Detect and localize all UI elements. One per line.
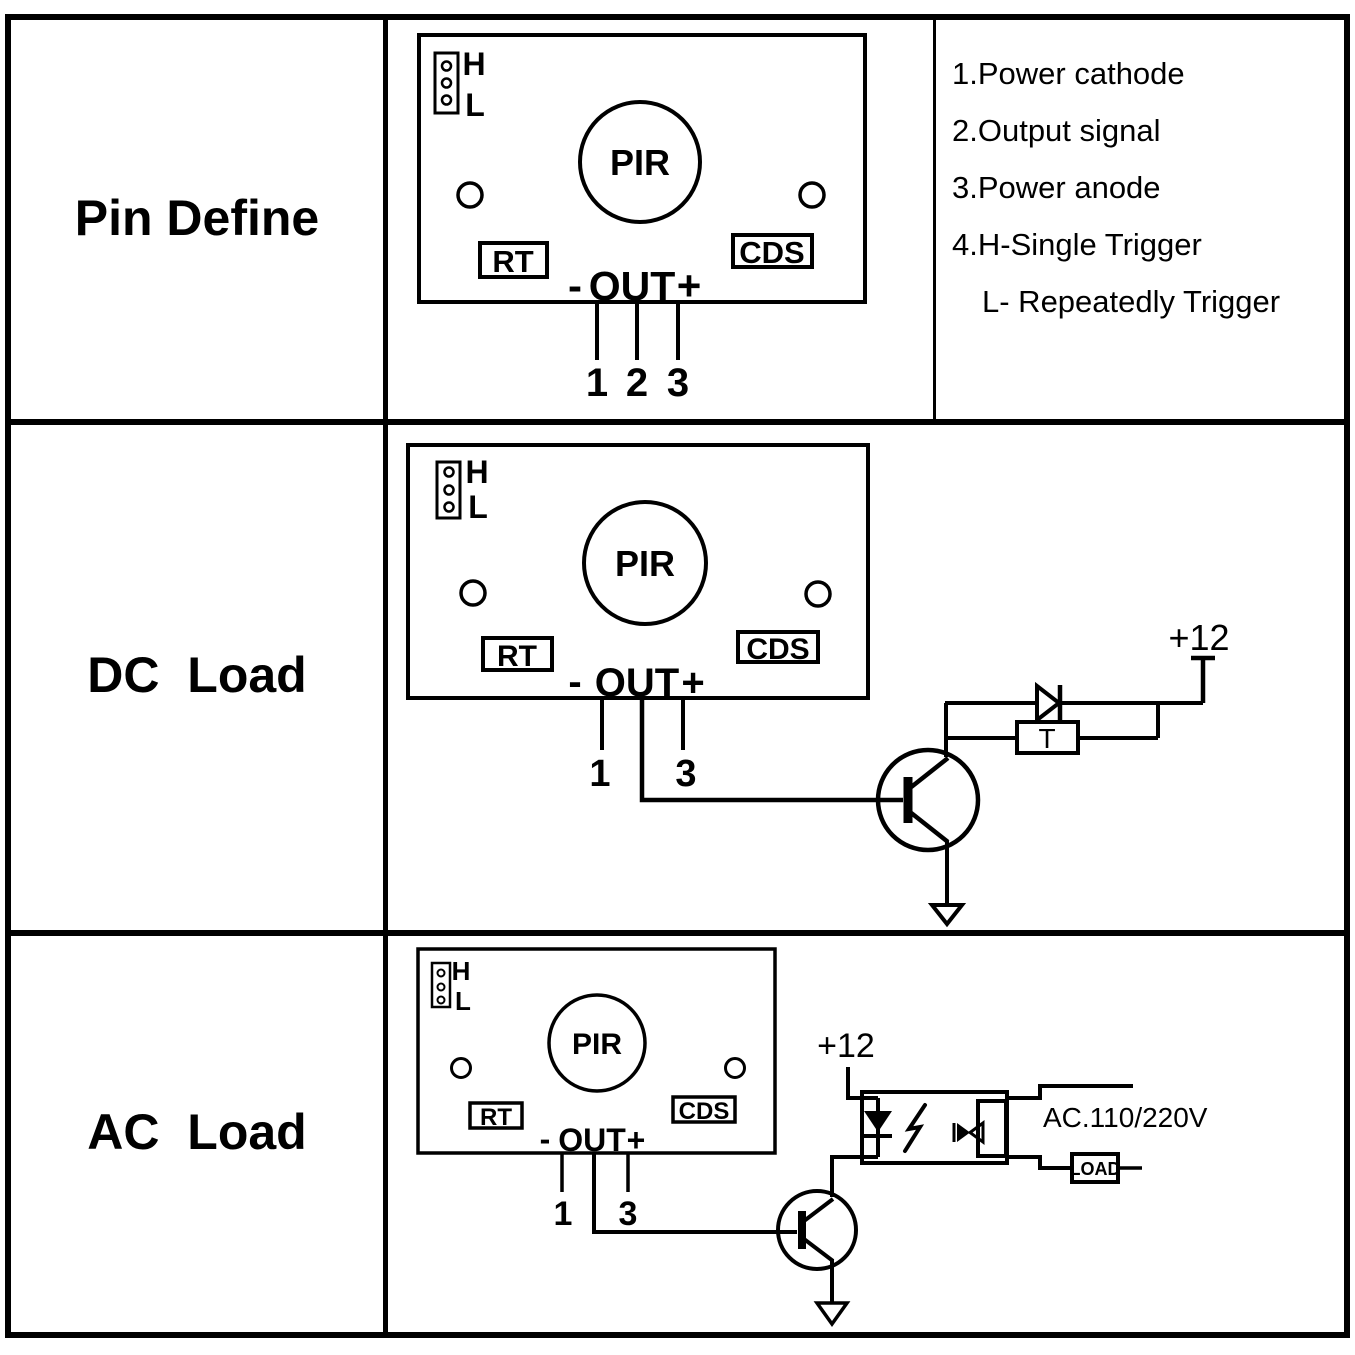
ground-icon	[813, 1301, 851, 1328]
pin-definition-item: 2.Output signal	[952, 113, 1161, 148]
pin-definition-item: 4.H-Single Trigger	[952, 227, 1202, 262]
pin-define-board-diagram: H L PIR RT CDS - OUT + 1 2 3	[417, 33, 867, 405]
flyback-diode	[1035, 681, 1063, 725]
mounting-hole-left	[450, 1057, 472, 1079]
jumper-block	[430, 961, 452, 1009]
jumper-h-label: H	[452, 956, 471, 986]
rt-box	[468, 1101, 524, 1130]
jumper-h-label: H	[462, 46, 485, 82]
out-label: OUT	[558, 1122, 626, 1158]
led-diode-icon	[864, 1111, 892, 1132]
pin-definition-item: 3.Power anode	[952, 170, 1161, 205]
pir-board-outline	[416, 947, 777, 1155]
out-plus-label: +	[627, 1122, 646, 1158]
out-plus-label: +	[681, 661, 704, 705]
mounting-hole-right	[798, 181, 826, 209]
column-divider	[383, 14, 388, 1338]
table-border-top	[5, 14, 1350, 20]
ac-load-circuit-diagram: H L PIR RT CDS - OUT + 1 3	[416, 947, 1208, 1328]
out-plus-label: +	[677, 262, 702, 309]
relay-coil-box	[1015, 720, 1080, 755]
pin3-number: 3	[619, 1195, 638, 1233]
pin3-number: 3	[667, 361, 689, 405]
pir-label: PIR	[610, 142, 670, 183]
pin1-number: 1	[586, 361, 608, 405]
jumper-h-label: H	[465, 454, 488, 490]
rt-label: RT	[480, 1104, 512, 1131]
pin-leads	[600, 698, 685, 750]
mounting-hole-left	[459, 579, 487, 607]
cds-label: CDS	[739, 235, 804, 270]
pir-sensor-circle	[578, 100, 702, 224]
ground-icon	[927, 903, 967, 928]
pin-leads	[595, 302, 680, 360]
pin-definition-item: 1.Power cathode	[952, 56, 1185, 91]
pir-label: PIR	[615, 543, 675, 584]
cds-label: CDS	[679, 1098, 730, 1125]
load-label: LOAD	[1070, 1159, 1121, 1179]
cds-label: CDS	[746, 633, 809, 666]
signal-wire-to-base	[592, 1153, 797, 1234]
table-border-bottom	[5, 1332, 1350, 1338]
pin1-number: 1	[589, 753, 610, 795]
npn-transistor	[875, 747, 981, 853]
triac-output-bar	[976, 1099, 1008, 1158]
ac-line-wire	[1006, 1084, 1133, 1100]
pin1-number: 1	[554, 1195, 573, 1233]
relay-label: T	[1038, 723, 1055, 754]
pir-label: PIR	[572, 1028, 622, 1061]
out-label: OUT	[589, 263, 676, 309]
mounting-hole-right	[804, 580, 832, 608]
pin-leads	[560, 1153, 630, 1192]
supply-voltage-label: +12	[1168, 617, 1229, 658]
rt-label: RT	[497, 640, 537, 673]
row-label-pin-define: Pin Define	[74, 189, 320, 246]
pin2-number: 2	[626, 361, 648, 405]
pir-sensor-circle	[547, 993, 647, 1093]
light-bolt-icon	[903, 1103, 927, 1153]
row-divider-1	[5, 419, 1350, 425]
triac-triangle-left	[957, 1123, 970, 1142]
row-divider-2	[5, 930, 1350, 936]
row1-column-divider	[933, 19, 936, 420]
dc-load-circuit-diagram: H L PIR RT CDS - OUT + 1 3 T +12	[406, 443, 1230, 928]
rt-label: RT	[492, 244, 533, 279]
rt-box	[481, 636, 554, 672]
jumper-l-label: L	[465, 87, 485, 123]
mounting-hole-left	[456, 181, 484, 209]
pir-sensor-circle	[582, 500, 708, 626]
table-border-right	[1344, 14, 1350, 1338]
collector-wiring	[944, 701, 1203, 757]
cds-box	[736, 630, 820, 664]
pin-definition-list: 1.Power cathode 2.Output signal 3.Power …	[952, 45, 1347, 330]
jumper-block	[435, 460, 462, 520]
load-wire-left	[1006, 1155, 1072, 1170]
supply-terminal	[1191, 655, 1215, 703]
jumper-block	[433, 51, 460, 115]
out-label: OUT	[595, 661, 679, 705]
table-border-left	[5, 14, 11, 1338]
out-minus-label: -	[540, 1121, 551, 1157]
ac-mains-label: AC.110/220V	[1043, 1102, 1208, 1133]
jumper-l-label: L	[455, 986, 471, 1016]
supply-voltage-label: +12	[817, 1027, 875, 1065]
pir-board-outline	[417, 33, 867, 304]
mounting-hole-right	[724, 1057, 746, 1079]
npn-transistor	[776, 1189, 858, 1271]
cds-box	[671, 1095, 737, 1124]
out-minus-label: -	[568, 262, 582, 309]
pin3-number: 3	[675, 753, 696, 795]
jumper-l-label: L	[468, 489, 488, 525]
rt-box	[478, 241, 549, 279]
pir-board-outline	[406, 443, 870, 700]
supply-wire	[846, 1067, 878, 1100]
row-label-dc-load: DC Load	[87, 647, 307, 703]
out-minus-label: -	[568, 660, 581, 704]
cds-box	[731, 233, 814, 269]
row-label-ac-load: AC Load	[87, 1104, 307, 1160]
optocoupler	[860, 1090, 1009, 1165]
pin-definition-item: L- Repeatedly Trigger	[982, 284, 1281, 319]
signal-wire-to-base	[639, 698, 903, 803]
